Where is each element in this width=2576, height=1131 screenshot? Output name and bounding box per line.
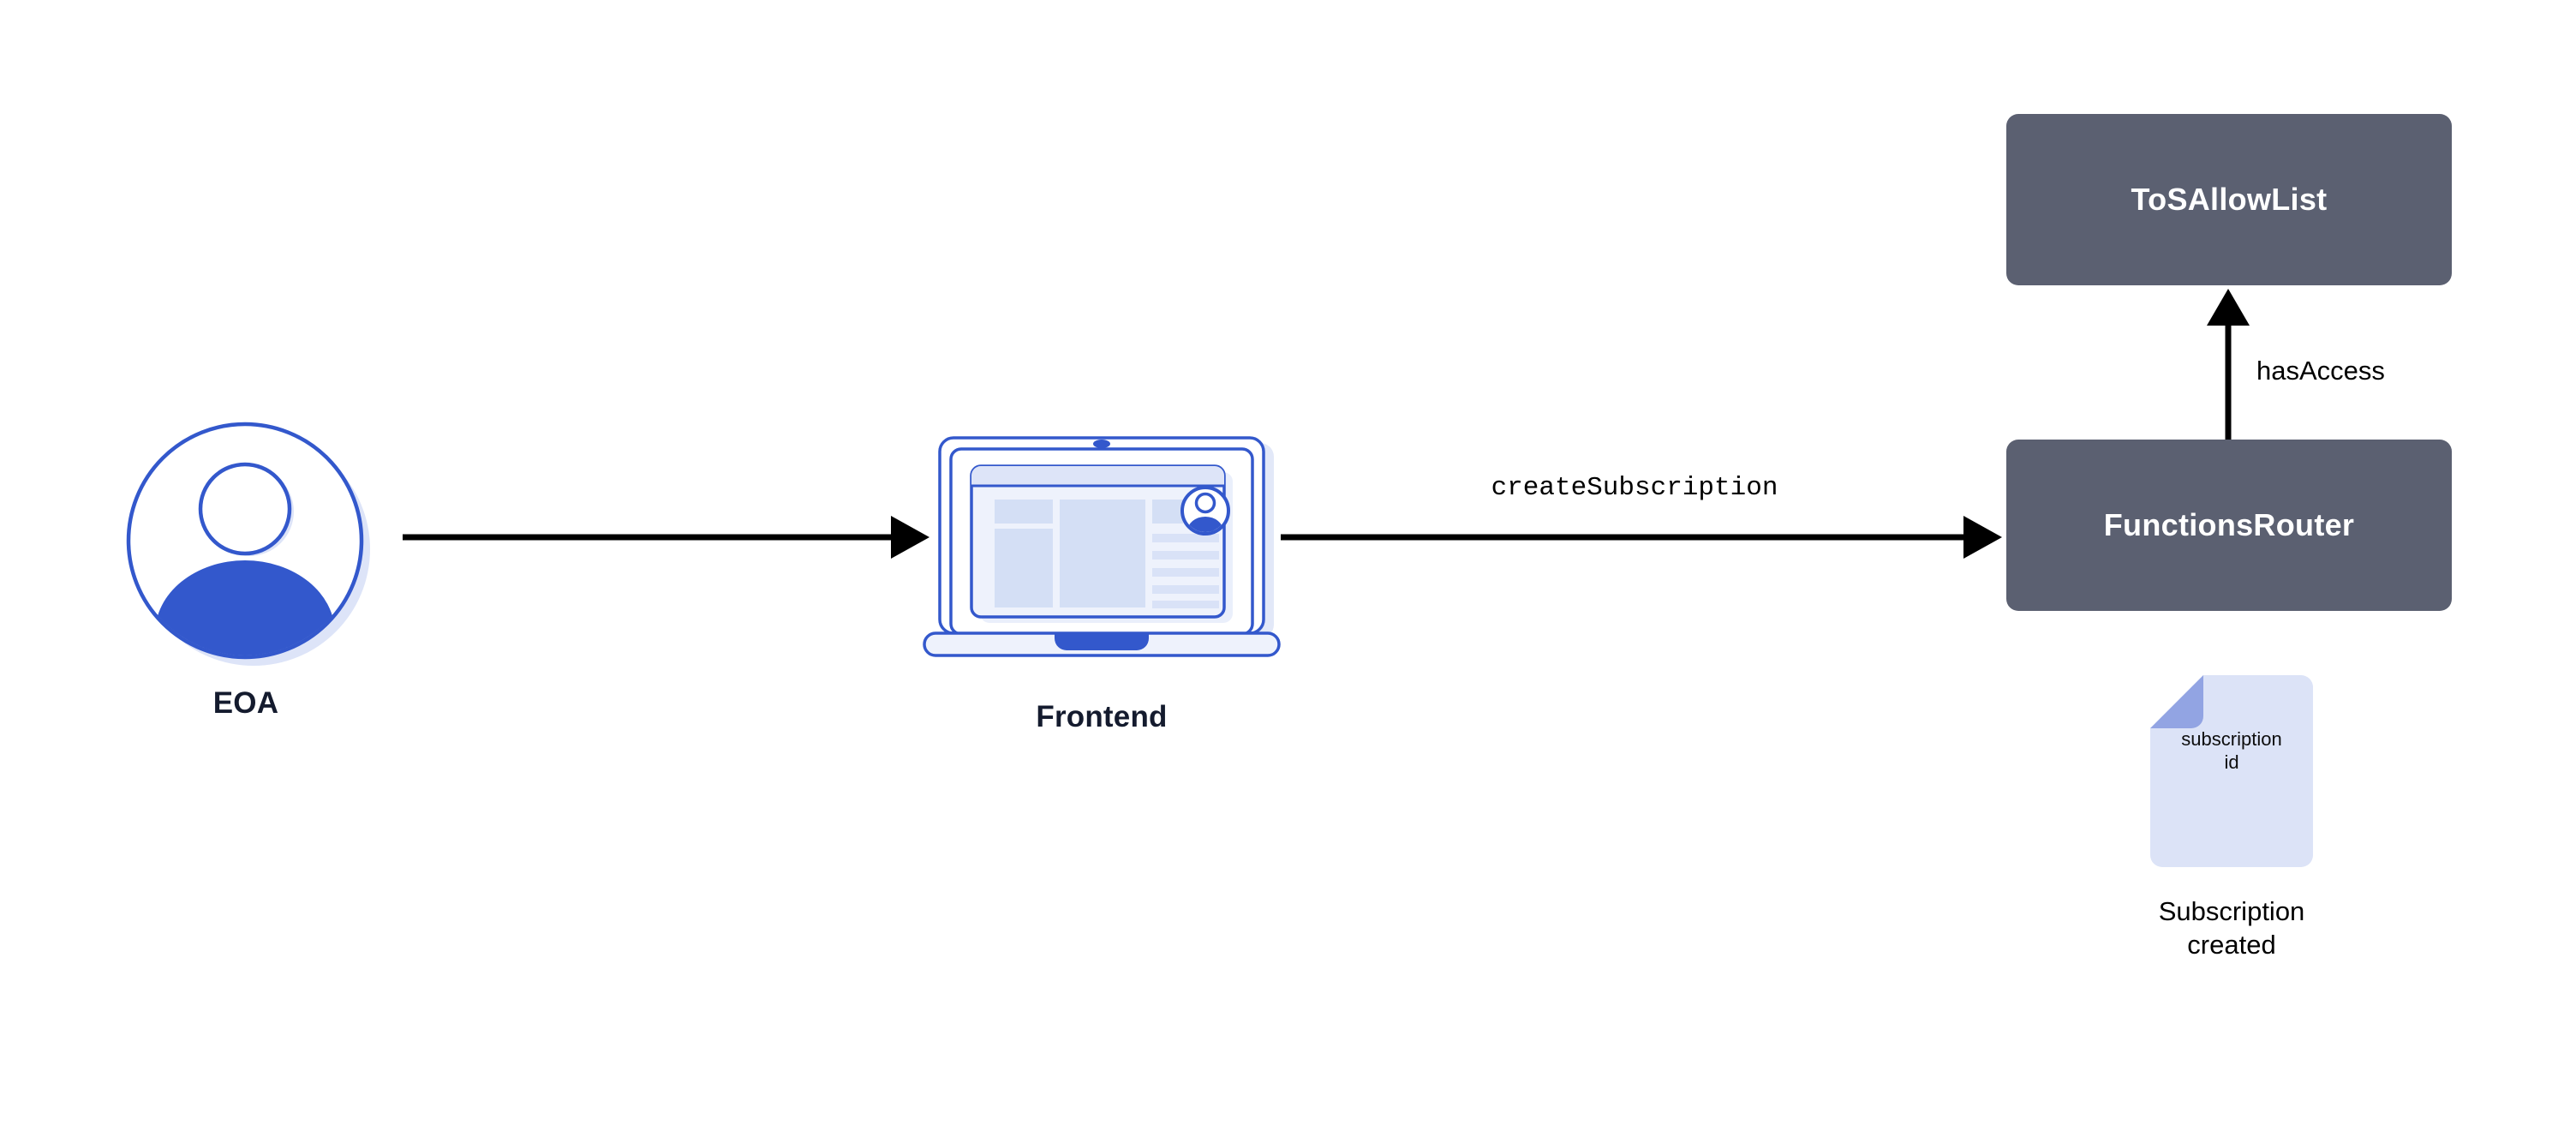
artifact-subscription-document[interactable]: subscription id Subscription created <box>2090 675 2373 966</box>
eoa-label: EOA <box>212 686 279 720</box>
user-avatar-icon <box>126 422 370 666</box>
contract-box-functions-router[interactable]: FunctionsRouter <box>2006 440 2452 611</box>
contract-box-tos-allowlist[interactable]: ToSAllowList <box>2006 114 2452 285</box>
actor-eoa[interactable]: EOA <box>123 419 380 762</box>
arrow-functions-router-to-tos-allowlist <box>2207 289 2250 440</box>
document-inner-line-1: subscription <box>2181 728 2282 750</box>
arrow-eoa-to-frontend <box>403 516 929 559</box>
edge-label-create-subscription: createSubscription <box>1491 473 1778 503</box>
frontend-label: Frontend <box>1036 700 1168 733</box>
arrow-frontend-to-functions-router <box>1281 516 2002 559</box>
subscription-created-caption: Subscription created <box>2090 895 2373 961</box>
document-inner-line-2: id <box>2224 751 2239 773</box>
caption-line-1: Subscription <box>2158 896 2305 926</box>
tos-allowlist-label: ToSAllowList <box>2131 182 2328 218</box>
document-icon <box>2150 675 2313 867</box>
actor-frontend[interactable]: Frontend <box>919 433 1288 775</box>
document-inner-text: subscription id <box>2150 728 2313 775</box>
caption-line-2: created <box>2187 930 2276 960</box>
edge-label-has-access: hasAccess <box>2256 356 2385 386</box>
functions-router-label: FunctionsRouter <box>2103 507 2355 543</box>
laptop-icon <box>923 436 1281 657</box>
